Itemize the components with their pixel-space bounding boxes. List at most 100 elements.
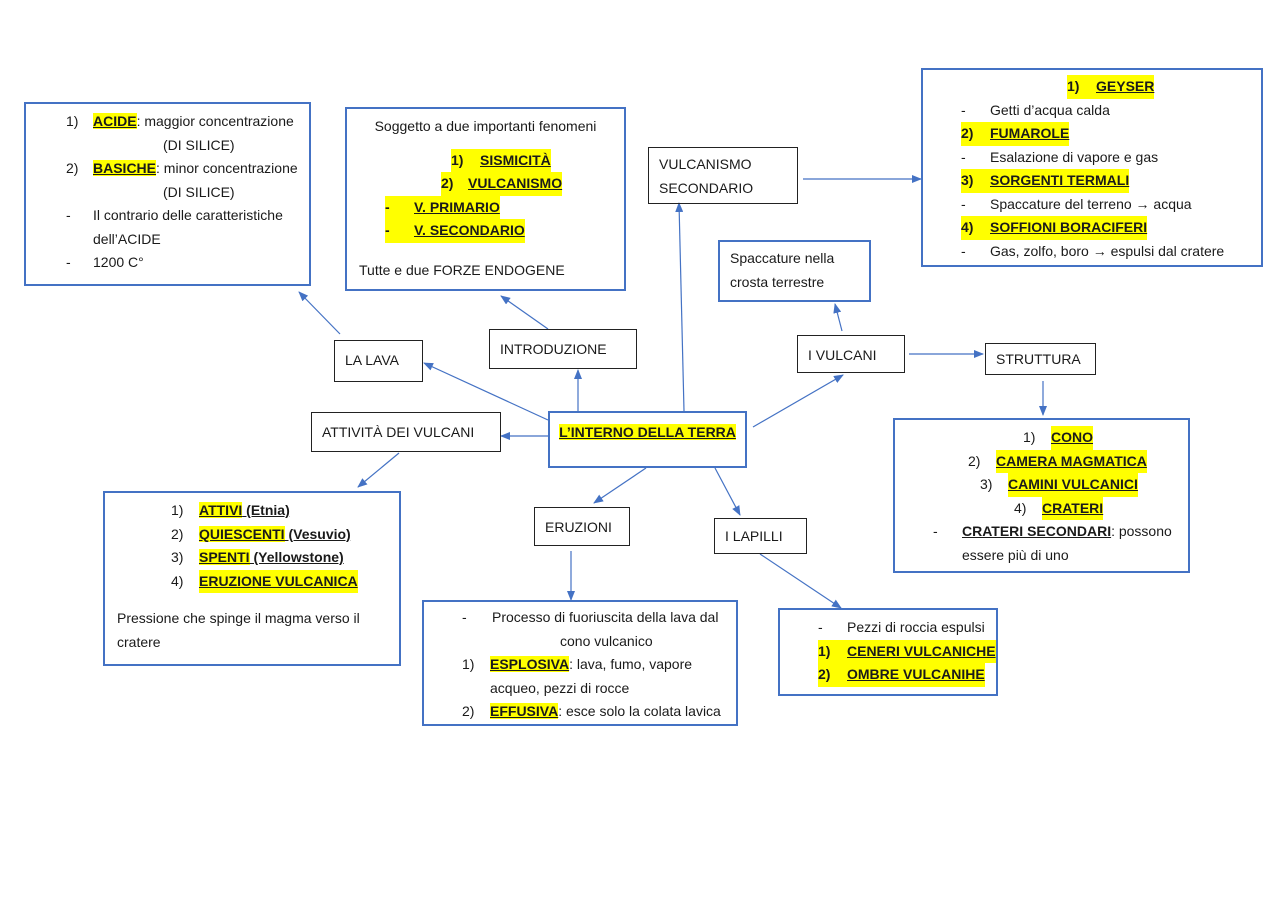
lapilli-item-2-marker: 2): [818, 663, 847, 687]
struttura-bullet-marker: -: [933, 523, 938, 539]
eruzioni-detail-box: - Processo di fuoriuscita della lava dal…: [422, 600, 738, 726]
attivita-footer-line-1: Pressione che spinge il magma verso il: [117, 610, 360, 626]
node-vulcanismo-secondario: VULCANISMO SECONDARIO: [648, 147, 798, 204]
secondary-desc-1-marker: -: [961, 101, 966, 118]
node-vulcanismo-line-1: VULCANISMO: [659, 156, 752, 172]
arrow-center-to-eruzioni: [593, 467, 647, 504]
lava-item-1-term: ACIDE: [93, 113, 137, 129]
intro-bullet-2-marker: -: [385, 219, 414, 243]
intro-item-1-term: SISMICITÀ: [480, 148, 551, 172]
lava-item-2-rest: : minor concentrazione: [156, 160, 298, 176]
secondary-desc-4-text: Gas, zolfo, boro → espulsi dal cratere: [990, 242, 1225, 259]
struttura-bullet-term: CRATERI SECONDARI: [962, 523, 1112, 539]
struttura-detail-box: 1) CONO 2) CAMERA MAGMATICA 3) CAMINI VU…: [893, 418, 1190, 573]
lava-bullet-1: - Il contrario delle caratteristiche: [66, 204, 309, 228]
struttura-item-3: 3) CAMINI VULCANICI: [895, 473, 1188, 497]
node-attivita: ATTIVITÀ DEI VULCANI: [311, 412, 501, 452]
struttura-item-1-term: CONO: [1051, 426, 1093, 450]
lapilli-item-1-term: CENERI VULCANICHE: [847, 639, 996, 663]
lapilli-detail-box: - Pezzi di roccia espulsi 1) CENERI VULC…: [778, 608, 998, 696]
node-spaccature-line-1: Spaccature nella: [730, 250, 835, 266]
intro-item-2-marker: 2): [441, 172, 468, 196]
eruzioni-bullet-line-2: cono vulcanico: [560, 632, 653, 649]
secondary-item-4: 4) SOFFIONI BORACIFERI: [961, 216, 1261, 240]
lava-bullet-2-marker: -: [66, 254, 71, 270]
struttura-item-4-marker: 4): [1014, 499, 1027, 516]
secondary-item-3-marker: 3): [961, 169, 990, 193]
intro-title: Soggetto a due importanti fenomeni: [374, 118, 597, 134]
attivita-item-1-marker: 1): [171, 502, 184, 518]
lava-item-1-cont: (DI SILICE): [163, 136, 235, 153]
secondary-item-1-term: GEYSER: [1096, 75, 1155, 99]
secondary-desc-3-text: Spaccature del terreno → acqua: [990, 195, 1192, 212]
attivita-footer-line-2: cratere: [117, 633, 161, 650]
secondary-item-2-marker: 2): [961, 122, 990, 146]
eruzioni-item-1-cont: acqueo, pezzi di rocce: [490, 679, 630, 696]
secondary-item-1: 1) GEYSER: [961, 75, 1261, 99]
attivita-item-1-term: ATTIVI: [199, 502, 243, 518]
arrow-center-to-vulcanismo: [675, 202, 685, 412]
intro-item-1: 1) SISMICITÀ: [347, 148, 624, 172]
struttura-item-1: 1) CONO: [895, 426, 1188, 450]
lava-item-2: 2) BASICHE: minor concentrazione: [66, 157, 309, 181]
secondary-item-4-marker: 4): [961, 216, 990, 240]
node-struttura-label: STRUTTURA: [996, 351, 1081, 367]
attivita-item-2-term: QUIESCENTI: [199, 525, 285, 542]
secondary-desc-1: - Getti d’acqua calda: [961, 99, 1261, 123]
secondary-item-4-term: SOFFIONI BORACIFERI: [990, 216, 1148, 240]
lava-item-1-rest: : maggior concentrazione: [136, 113, 294, 129]
arrow-lapilli-to-box: [759, 553, 842, 609]
attivita-item-1: 1) ATTIVI (Etnia): [171, 499, 399, 523]
attivita-item-2-rest: (Vesuvio): [284, 525, 351, 542]
node-eruzioni: ERUZIONI: [534, 507, 630, 546]
node-i-vulcani: I VULCANI: [797, 335, 905, 373]
secondary-desc-2-marker: -: [961, 148, 966, 165]
node-spaccature-line-2: crosta terrestre: [730, 273, 825, 290]
secondary-desc-2: - Esalazione di vapore e gas: [961, 146, 1261, 170]
secondary-desc-3-marker: -: [961, 195, 966, 212]
attivita-item-4-term: ERUZIONE VULCANICA: [199, 569, 358, 593]
struttura-item-2: 2) CAMERA MAGMATICA: [895, 449, 1188, 473]
secondary-item-3: 3) SORGENTI TERMALI: [961, 169, 1261, 193]
lapilli-item-2: 2) OMBRE VULCANIHE: [818, 663, 996, 687]
secondary-desc-3: - Spaccature del terreno → acqua: [961, 193, 1261, 217]
eruzioni-item-1-marker: 1): [462, 656, 475, 672]
attivita-item-2: 2) QUIESCENTI (Vesuvio): [171, 523, 399, 547]
node-la-lava-label: LA LAVA: [345, 352, 399, 368]
node-eruzioni-label: ERUZIONI: [545, 519, 612, 535]
node-introduzione: INTRODUZIONE: [489, 329, 637, 369]
intro-bullet-2-term: V. SECONDARIO: [414, 219, 525, 243]
secondary-item-3-term: SORGENTI TERMALI: [990, 169, 1130, 193]
eruzioni-item-2-rest: : esce solo la colata lavica: [558, 703, 721, 719]
lava-bullet-1-marker: -: [66, 207, 71, 223]
lapilli-item-1: 1) CENERI VULCANICHE: [818, 639, 996, 663]
attivita-item-2-marker: 2): [171, 525, 184, 542]
eruzioni-item-2-term: EFFUSIVA: [490, 703, 559, 719]
lapilli-item-1-marker: 1): [818, 639, 847, 663]
eruzioni-item-2-marker: 2): [462, 703, 475, 719]
lava-bullet-2: - 1200 C°: [66, 251, 309, 275]
intro-item-1-marker: 1): [451, 148, 480, 172]
eruzioni-bullet-marker: -: [462, 609, 467, 625]
intro-detail-box: Soggetto a due importanti fenomeni 1) SI…: [345, 107, 626, 291]
arrow-lava-to-box: [298, 291, 341, 335]
secondary-desc-2-text: Esalazione di vapore e gas: [990, 148, 1159, 165]
arrow-center-to-vulcani: [752, 374, 844, 428]
node-i-lapilli: I LAPILLI: [714, 518, 807, 554]
struttura-item-2-marker: 2): [968, 452, 981, 469]
arrow-attivita-to-box: [357, 452, 400, 488]
arrow-introduzione-to-box: [500, 295, 549, 330]
center-node: L’INTERNO DELLA TERRA: [548, 411, 747, 468]
node-introduzione-label: INTRODUZIONE: [500, 341, 607, 357]
secondary-desc-1-text: Getti d’acqua calda: [990, 101, 1110, 118]
struttura-bullet-cont: essere più di uno: [962, 546, 1069, 563]
secondary-desc-4-marker: -: [961, 242, 966, 259]
struttura-item-4-term: CRATERI: [1042, 496, 1104, 520]
attivita-detail-box: 1) ATTIVI (Etnia) 2) QUIESCENTI (Vesuvio…: [103, 491, 401, 666]
struttura-bullet-rest: : possono: [1111, 523, 1172, 539]
secondary-item-1-marker: 1): [1067, 75, 1096, 99]
struttura-item-2-term: CAMERA MAGMATICA: [996, 449, 1147, 473]
secondary-item-2: 2) FUMAROLE: [961, 122, 1261, 146]
attivita-item-3: 3) SPENTI (Yellowstone): [171, 546, 399, 570]
struttura-item-3-marker: 3): [980, 476, 993, 492]
